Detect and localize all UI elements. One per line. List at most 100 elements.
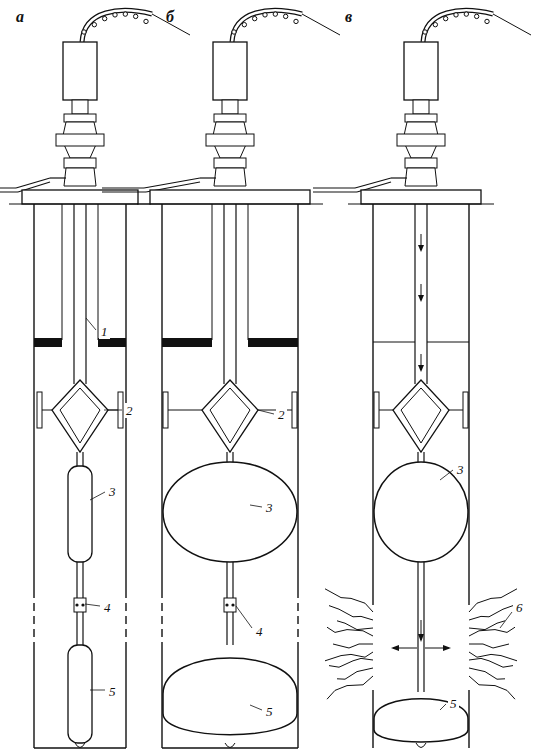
drawing-line — [449, 410, 463, 411]
fracture — [469, 621, 505, 630]
drawing-line — [500, 612, 512, 628]
drawing-line — [137, 203, 323, 204]
fracture — [327, 627, 373, 636]
drawing-line — [76, 452, 77, 466]
lubricator-box — [63, 42, 97, 100]
drawing-line — [236, 606, 252, 628]
fracture — [469, 644, 509, 648]
packer-element — [374, 462, 468, 562]
fracture — [329, 658, 373, 667]
valve — [64, 158, 96, 168]
panel-letter: а — [14, 8, 26, 26]
drawing-line — [426, 204, 427, 384]
drawing-line — [33, 650, 34, 748]
flow-arrow — [418, 634, 424, 642]
drawing-line — [493, 14, 531, 35]
anchor — [52, 380, 108, 452]
packer-seal — [162, 338, 212, 347]
callout-number: 1 — [99, 324, 110, 339]
drawing-line — [76, 562, 77, 645]
cable-clamp — [474, 14, 478, 18]
anchor — [210, 388, 250, 443]
drawing-line — [297, 204, 298, 590]
drawing-line — [313, 187, 355, 188]
valve — [214, 158, 246, 168]
drawing-line — [0, 191, 18, 192]
packer-element — [163, 658, 297, 735]
callout-number: 2 — [124, 403, 135, 418]
drawing-line — [86, 318, 96, 330]
wellhead-flange — [150, 190, 310, 204]
cable-clamp — [82, 30, 86, 34]
anchor-slip — [374, 392, 379, 428]
panel-drawing — [313, 10, 531, 748]
packer-element — [68, 466, 92, 562]
fracture — [469, 658, 513, 667]
valve — [405, 114, 437, 122]
drawing-line — [440, 470, 453, 480]
panel-letter: б — [164, 8, 176, 26]
drawing-line — [427, 342, 469, 343]
packer-element — [163, 462, 297, 562]
cable-clamp — [252, 16, 256, 20]
drawing-line — [417, 562, 418, 692]
anchor — [60, 388, 100, 443]
packer-element — [68, 645, 92, 743]
drawing-line — [125, 204, 126, 590]
anchor — [393, 380, 449, 452]
drawing-line — [98, 204, 99, 340]
callout-number: 3 — [107, 484, 118, 499]
cable-clamp — [133, 14, 137, 18]
fracture — [469, 676, 515, 699]
shoe — [75, 743, 85, 748]
callout-number: 2 — [276, 407, 287, 422]
drawing-line — [212, 204, 213, 340]
drawing-line — [102, 187, 144, 188]
flow-arrow — [418, 365, 424, 372]
cable-clamp — [443, 16, 447, 20]
packer-seal — [98, 338, 126, 347]
anchor — [401, 388, 441, 443]
drawing-line — [235, 204, 236, 384]
drawing-line — [373, 342, 415, 343]
wellhead-flange — [361, 190, 481, 204]
lubricator-box — [404, 42, 438, 100]
valve — [56, 134, 104, 146]
callout-number: 5 — [107, 684, 118, 699]
cable — [232, 10, 302, 42]
fracture — [469, 606, 513, 620]
flow-arrow — [418, 295, 424, 302]
fracture — [469, 668, 505, 679]
cable-clamp — [273, 12, 277, 16]
drawing-line — [250, 705, 262, 710]
perforated-sub — [74, 598, 86, 612]
port — [231, 603, 234, 606]
valve — [405, 168, 437, 186]
drawing-line — [372, 204, 373, 605]
callout-number: 4 — [102, 600, 113, 615]
cable — [232, 10, 302, 42]
cable — [82, 10, 152, 42]
drawing-line — [258, 410, 274, 414]
fracture — [327, 676, 373, 699]
callout-number: 3 — [455, 462, 466, 477]
cable-clamp — [102, 16, 106, 20]
callout-number: 5 — [264, 704, 275, 719]
panel-letter: в — [343, 8, 354, 26]
fracture — [337, 621, 373, 630]
drawing-line — [250, 505, 262, 507]
drawing-line — [50, 177, 66, 178]
cable-clamp — [423, 30, 427, 34]
drawing-line — [258, 410, 292, 411]
flow-arrow — [443, 645, 451, 651]
drawing-line — [391, 177, 407, 178]
cable-clamp — [144, 19, 148, 23]
anchor-slip — [463, 392, 468, 428]
fracture — [337, 668, 373, 679]
cable-clamp — [294, 19, 298, 23]
cable-clamp — [123, 12, 127, 16]
drawing-line — [379, 410, 393, 411]
callout-number: 3 — [264, 500, 275, 515]
